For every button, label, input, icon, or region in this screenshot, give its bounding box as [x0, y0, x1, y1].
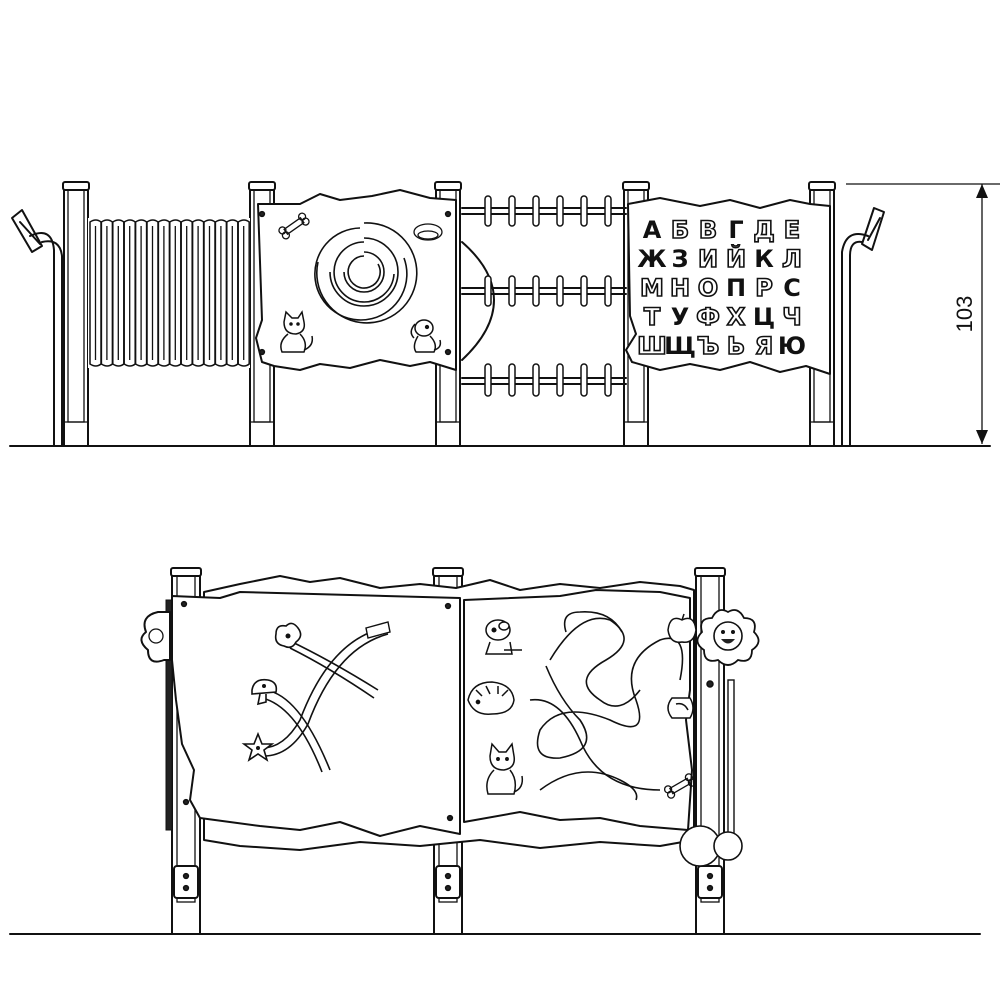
bead [604, 275, 612, 307]
alphabet-letter: Ь [727, 332, 745, 360]
flower-icon [274, 622, 302, 649]
bead-rail-section [461, 195, 627, 397]
alphabet-letter: А [643, 216, 662, 244]
alphabet-letter: Л [782, 245, 802, 273]
bead [580, 275, 588, 307]
bone-icon [663, 773, 697, 799]
alphabet-letter: Б [671, 216, 689, 244]
dimension-label: 103 [952, 296, 977, 333]
alphabet-letter: Я [755, 332, 773, 360]
bead [532, 363, 540, 397]
star-icon [241, 731, 275, 762]
alphabet-letter: Ш [637, 332, 667, 360]
bead [508, 195, 516, 227]
alphabet-letter: У [671, 303, 690, 331]
alphabet-letter: Ж [637, 245, 667, 273]
maze-icon [314, 222, 418, 324]
alphabet-letter: Т [644, 303, 661, 331]
crawl-tube [88, 218, 250, 368]
maze-panel [255, 189, 457, 371]
mushroom-icon [251, 678, 278, 706]
post [62, 181, 90, 447]
left-flower-handle [140, 611, 171, 663]
bead [532, 275, 540, 307]
alphabet-letter: З [671, 245, 688, 273]
hedgehog-icon [467, 681, 515, 715]
alphabet-letter: Г [728, 216, 743, 244]
left-handle [11, 209, 63, 447]
bead [556, 363, 564, 397]
height-dimension: 103 [846, 183, 1000, 444]
bead [484, 195, 492, 227]
alphabet-letter: К [754, 245, 774, 273]
bone-icon [278, 212, 310, 240]
alphabet-letter: И [698, 245, 718, 273]
bead [484, 275, 492, 307]
wires-panel [463, 589, 697, 831]
bead [532, 195, 540, 227]
alphabet-letter: Ю [778, 332, 806, 360]
alphabet-letter: Ф [696, 303, 720, 331]
bowl-icon [413, 223, 443, 241]
alphabet-letter: Е [784, 216, 800, 244]
bead [604, 195, 612, 227]
alphabet-letter: Д [753, 216, 774, 244]
alphabet-letter: С [783, 274, 801, 302]
bead [580, 195, 588, 227]
alphabet-letter: Й [726, 244, 746, 273]
dog-icon [484, 619, 522, 655]
bead [604, 363, 612, 397]
alphabet-letter: Р [755, 274, 773, 302]
bead [508, 363, 516, 397]
alphabet-letter: Н [670, 274, 690, 302]
alphabet-letter: Ц [753, 303, 775, 331]
pear-icon [667, 697, 694, 719]
alphabet-letter: Ъ [697, 332, 720, 360]
wheel-icon [679, 825, 743, 867]
tracks-panel [171, 591, 461, 837]
alphabet-letter: Х [727, 303, 746, 331]
apple-icon [667, 613, 697, 643]
alphabet-letter: Ч [782, 303, 801, 331]
flower-face-icon [696, 609, 760, 666]
cat-icon [280, 310, 314, 353]
alphabet-letter: М [640, 274, 664, 302]
alphabet-letter: О [698, 274, 718, 302]
right-handle [841, 207, 885, 447]
bead [508, 275, 516, 307]
alphabet-letter: П [726, 274, 746, 302]
bead [556, 195, 564, 227]
cat-icon [486, 742, 524, 795]
bead [556, 275, 564, 307]
dog-icon [410, 319, 442, 353]
alphabet-letter: В [699, 216, 717, 244]
bead [484, 363, 492, 397]
side-elevation [9, 567, 981, 935]
alphabet-letter: Щ [664, 332, 696, 360]
bead [580, 363, 588, 397]
